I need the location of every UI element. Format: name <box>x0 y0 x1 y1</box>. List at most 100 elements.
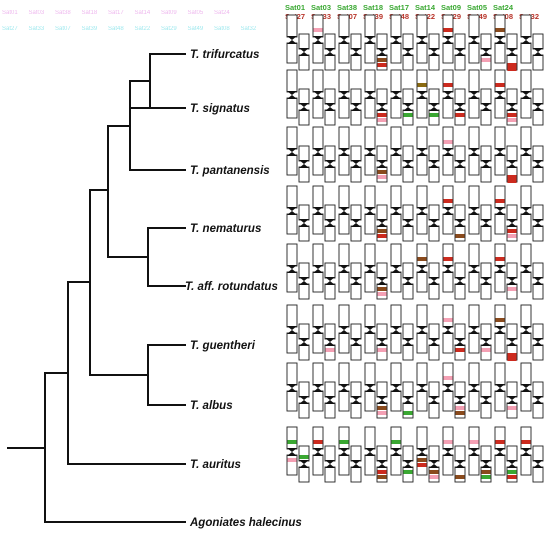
centromere <box>365 36 375 44</box>
centromere <box>521 448 531 456</box>
centromere <box>391 448 401 456</box>
chromosome <box>428 145 440 183</box>
faint-label: Sat49 <box>188 26 204 32</box>
chromosome <box>416 126 428 176</box>
centromere <box>313 91 323 99</box>
chromosome-top-arm <box>350 445 362 462</box>
sat-signal-band <box>455 113 465 117</box>
centromere <box>521 91 531 99</box>
centromere <box>403 219 413 227</box>
faint-label: Sat29 <box>161 26 177 32</box>
chromosome-top-arm <box>442 126 454 150</box>
centromere <box>377 160 387 168</box>
chromosome-bottom-arm <box>312 271 324 293</box>
faint-label: Sat24 <box>214 10 230 16</box>
chromosome-bottom-arm <box>350 166 362 183</box>
chromosome-bottom-arm <box>312 154 324 176</box>
chromosome-top-arm <box>506 88 518 105</box>
centromere <box>481 338 491 346</box>
chromosome-top-arm <box>532 323 544 340</box>
sat-signal-band <box>507 63 517 67</box>
chromosome-top-arm <box>390 243 402 267</box>
chromosome <box>494 304 506 354</box>
chromosome <box>480 33 492 71</box>
sat-signal-band <box>403 113 413 117</box>
chromosome-top-arm <box>402 445 414 462</box>
sat-signal-band <box>313 440 323 444</box>
centromere <box>391 36 401 44</box>
chromosome <box>298 145 310 183</box>
chromosome <box>390 185 402 235</box>
chromosome-top-arm <box>286 304 298 328</box>
species-label: T. auritus <box>190 459 241 471</box>
sat-label-green: Sat14 <box>415 3 436 12</box>
centromere <box>455 338 465 346</box>
centromere <box>351 396 361 404</box>
chromosome-bottom-arm <box>338 271 350 293</box>
chromosome-bottom-arm <box>494 390 506 412</box>
centromere <box>417 207 427 215</box>
chromosome-bottom-arm <box>350 402 362 419</box>
chromosome-top-arm <box>298 33 310 50</box>
centromere <box>481 103 491 111</box>
chromosome <box>454 88 466 126</box>
chromosome-top-arm <box>338 243 350 267</box>
centromere <box>377 396 387 404</box>
chromosome-bottom-arm <box>390 97 402 119</box>
sat-signal-band <box>495 318 505 322</box>
chromosome <box>298 262 310 300</box>
sat-label-green: Sat18 <box>363 3 383 12</box>
sat-signal-band <box>507 229 517 233</box>
chromosome <box>468 14 480 64</box>
chromosome-bottom-arm <box>532 283 544 300</box>
chromosome <box>532 381 544 419</box>
chromosome <box>286 304 298 354</box>
centromere <box>299 160 309 168</box>
centromere <box>313 448 323 456</box>
chromosome <box>442 69 454 119</box>
chromosome <box>312 362 324 412</box>
chromosome <box>416 426 428 476</box>
chromosome <box>480 262 492 300</box>
centromere <box>443 148 453 156</box>
chromosome-bottom-arm <box>364 154 376 176</box>
centromere <box>299 460 309 468</box>
chromosome <box>364 362 376 412</box>
chromosome <box>376 204 388 242</box>
centromere <box>403 338 413 346</box>
chromosome-bottom-arm <box>390 213 402 235</box>
chromosome-top-arm <box>350 145 362 162</box>
chromosome-bottom-arm <box>298 466 310 483</box>
chromosome-bottom-arm <box>532 402 544 419</box>
centromere <box>521 207 531 215</box>
centromere <box>287 207 297 215</box>
centromere <box>339 384 349 392</box>
chromosome-bottom-arm <box>494 332 506 354</box>
chromosome-top-arm <box>416 69 428 93</box>
species-label: T. albus <box>190 400 233 412</box>
chromosome <box>364 14 376 64</box>
centromere <box>299 338 309 346</box>
chromosome-bottom-arm <box>286 332 298 354</box>
chromosome <box>390 69 402 119</box>
centromere <box>339 148 349 156</box>
sat-label-green: Sat17 <box>389 3 409 12</box>
chromosome <box>454 445 466 483</box>
chromosome-top-arm <box>520 126 532 150</box>
chromosome <box>324 381 336 419</box>
centromere <box>469 265 479 273</box>
sat-label-green: Sat05 <box>467 3 487 12</box>
chromosome <box>402 381 414 419</box>
chromosome-bottom-arm <box>338 154 350 176</box>
chromosome-bottom-arm <box>480 166 492 183</box>
faint-label: Sat14 <box>135 10 151 16</box>
chromosome-bottom-arm <box>520 390 532 412</box>
sat-signal-band <box>481 470 491 474</box>
centromere <box>507 219 517 227</box>
chromosome <box>338 185 350 235</box>
sat-signal-band <box>429 113 439 117</box>
sat-signal-band <box>377 292 387 296</box>
chromosome-top-arm <box>376 204 388 221</box>
chromosome <box>506 88 518 126</box>
chromosome <box>416 243 428 293</box>
